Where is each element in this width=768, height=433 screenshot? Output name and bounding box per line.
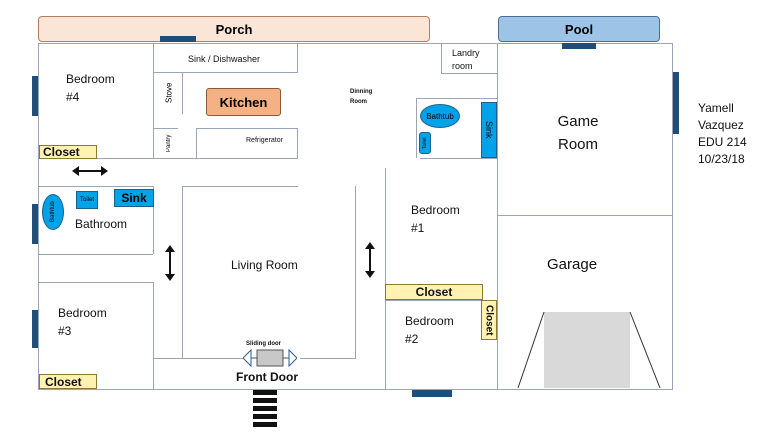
- sink-dishwasher-label: Sink / Dishwasher: [188, 54, 261, 64]
- window-pool: [562, 43, 596, 49]
- window-game-room: [673, 72, 679, 134]
- outer-wall-house: [38, 43, 498, 390]
- living-room-label: Living Room: [231, 258, 298, 272]
- wall-kitchen-bottom: [153, 158, 298, 159]
- wall-pantry: [196, 128, 197, 158]
- wall-bathroom-right: [153, 186, 154, 254]
- bedroom1-label: Bedroom #1: [411, 203, 460, 235]
- bathtub-upper: Bathtub: [420, 104, 460, 128]
- window-bedroom2: [412, 390, 452, 397]
- window-porch: [160, 36, 196, 42]
- wall-bath-upper-top: [416, 98, 498, 99]
- author-date: 10/23/18: [698, 152, 745, 166]
- dinning-room-label: Dinning Room: [350, 89, 373, 105]
- author-course: EDU 214: [698, 135, 747, 149]
- wall-pantry-top: [153, 128, 178, 129]
- closet-bedroom3: Closet: [39, 374, 97, 389]
- wall-stove: [182, 72, 183, 114]
- closet-bedroom2: Closet: [481, 300, 497, 340]
- wall-bedroom3-top: [38, 282, 153, 283]
- wall-living-left: [182, 186, 183, 358]
- wall-landry-left: [441, 43, 442, 73]
- pantry-label: Pantry: [166, 134, 172, 152]
- author-block: Yamell Vazquez EDU 214 10/23/18: [698, 100, 747, 168]
- sink-upper: Sink: [481, 102, 497, 158]
- garage-driveway: [517, 311, 661, 389]
- wall-kitchen-top-right: [297, 43, 298, 72]
- toilet-lower: Toilet: [76, 191, 98, 209]
- front-door-label: Front Door: [236, 370, 298, 384]
- bedroom2-label: Bedroom #2: [405, 314, 454, 346]
- wall-bedroom1-top: [420, 158, 498, 159]
- wall-living-bottom-left: [153, 358, 243, 359]
- pool: Pool: [498, 16, 660, 42]
- wall-bedroom2-top: [385, 300, 498, 301]
- toilet-upper: Toilet: [419, 132, 431, 154]
- hallway-arrow-vertical-left: [165, 245, 175, 281]
- hallway-arrow-vertical-right: [365, 242, 375, 278]
- bathroom-label: Bathroom: [75, 217, 128, 231]
- refrigerator-label: Refrigerator: [246, 137, 283, 144]
- window-bathroom: [32, 204, 38, 244]
- sliding-door-label: Sliding door: [246, 341, 281, 347]
- hallway-arrow-horizontal: [72, 166, 108, 176]
- wall-bathroom-bottom: [38, 254, 153, 255]
- wall-bathroom-top: [38, 186, 153, 187]
- game-room-label: Game Room: [557, 113, 599, 153]
- front-steps: [253, 390, 277, 428]
- kitchen: Kitchen: [206, 88, 281, 116]
- sliding-door-icon: [243, 348, 297, 368]
- pool-label: Pool: [564, 21, 594, 37]
- stove-label: Stove: [164, 82, 174, 104]
- porch-label: Porch: [215, 21, 253, 37]
- bathtub-lower: Bathtub: [42, 194, 64, 230]
- wall-kitchen-left: [153, 43, 154, 158]
- wall-landry-bottom: [441, 73, 498, 74]
- wall-bath-upper-left: [416, 98, 417, 158]
- landry-room-label: Landry room: [452, 48, 480, 71]
- wall-bedroom3-right: [153, 282, 154, 390]
- porch: Porch: [38, 16, 430, 42]
- wall-kitchen-right: [297, 128, 298, 158]
- wall-fridge-top: [196, 128, 297, 129]
- wall-living-right: [355, 186, 356, 358]
- author-surname: Vazquez: [698, 118, 744, 132]
- wall-living-top: [182, 186, 298, 187]
- bedroom3-label: Bedroom #3: [58, 306, 107, 338]
- closet-bedroom4: Closet: [39, 145, 97, 159]
- garage-label: Garage: [547, 256, 598, 273]
- bedroom4-label: Bedroom #4: [66, 72, 115, 104]
- kitchen-label: Kitchen: [219, 94, 268, 110]
- window-bedroom4: [32, 76, 38, 116]
- wall-garage-top: [498, 215, 673, 216]
- wall-living-bottom-right: [300, 358, 356, 359]
- closet-bedroom1: Closet: [385, 284, 483, 300]
- wall-bedroom1-left: [385, 168, 386, 390]
- author-name: Yamell: [698, 101, 734, 115]
- window-bedroom3: [32, 310, 38, 348]
- sink-lower: Sink: [114, 189, 154, 207]
- wall-kitchen-top: [153, 72, 298, 73]
